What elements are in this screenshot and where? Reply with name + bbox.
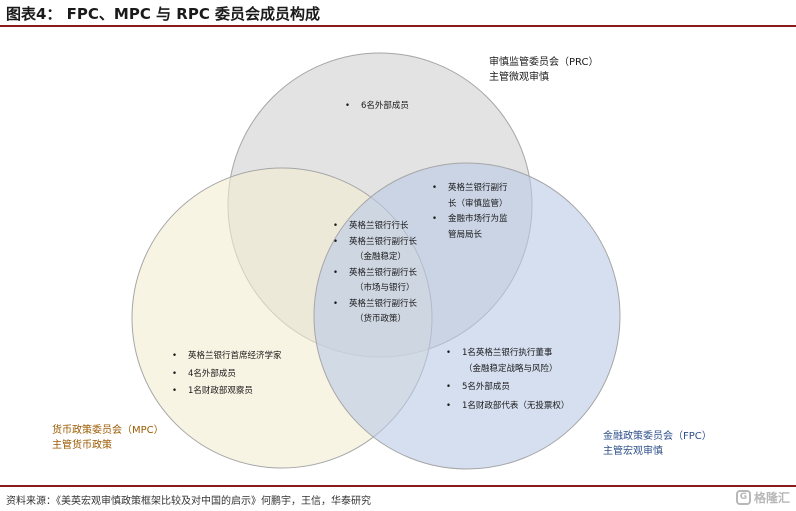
mpc-label-line: 主管货币政策 — [52, 440, 112, 451]
list-item: 长（审慎监管） — [448, 198, 508, 209]
rpc-label-line: 主管微观审慎 — [489, 72, 549, 83]
list-item: •英格兰银行副行长 — [333, 298, 418, 309]
list-item: （金融稳定） — [355, 252, 407, 262]
list-item: •英格兰银行行长 — [333, 221, 409, 231]
mpc-label: 货币政策委员会（MPC） 主管货币政策 — [52, 423, 164, 453]
fpc-label-line: 主管宏观审慎 — [603, 446, 663, 457]
gelonghui-logo-icon: G — [735, 490, 751, 505]
fpc-label-line: 金融政策委员会（FPC） — [603, 431, 712, 442]
all-three-members: •英格兰银行行长 •英格兰银行副行长 （金融稳定） •英格兰银行副行长 （市场与… — [333, 219, 417, 328]
watermark: G 格隆汇 — [735, 489, 790, 506]
rpc-fpc-members: •英格兰银行副行 长（审慎监管） •金融市场行为监 管局局长 — [432, 181, 508, 243]
list-item: （货币政策） — [355, 314, 407, 324]
source-note: 资料来源：《美英宏观审慎政策框架比较及对中国的启示》何鹏宇，王信，华泰研究 — [6, 496, 371, 507]
list-item: •6名外部成员 — [345, 101, 409, 111]
list-item: •1名财政部代表（无投票权） — [446, 400, 570, 411]
list-item: •英格兰银行首席经济学家 — [172, 351, 282, 361]
list-item: •1名财政部观察员 — [172, 386, 253, 396]
watermark-text: 格隆汇 — [753, 491, 790, 505]
bottom-rule — [0, 485, 796, 487]
figure-title: 图表4： FPC、MPC 与 RPC 委员会成员构成 — [6, 5, 321, 23]
fpc-label: 金融政策委员会（FPC） 主管宏观审慎 — [603, 429, 712, 459]
list-item: •英格兰银行副行长 — [333, 267, 418, 278]
mpc-only-members: •英格兰银行首席经济学家 •4名外部成员 •1名财政部观察员 — [172, 349, 282, 400]
fpc-circle — [313, 162, 621, 470]
list-item: （市场与银行） — [355, 283, 415, 293]
fpc-only-members: •1名英格兰银行执行董事 （金融稳定战略与风险） •5名外部成员 •1名财政部代… — [446, 346, 569, 414]
list-item: 管局局长 — [448, 229, 483, 240]
list-item: •4名外部成员 — [172, 368, 236, 379]
list-item: •1名英格兰银行执行董事 — [446, 348, 553, 358]
top-rule — [0, 25, 796, 27]
rpc-label-line: 审慎监管委员会（PRC） — [489, 57, 599, 68]
rpc-only-members: •6名外部成员 — [345, 99, 409, 115]
mpc-label-line: 货币政策委员会（MPC） — [52, 425, 164, 436]
list-item: •英格兰银行副行长 — [333, 236, 418, 247]
list-item: •5名外部成员 — [446, 382, 510, 392]
rpc-label: 审慎监管委员会（PRC） 主管微观审慎 — [489, 55, 598, 85]
list-item: •英格兰银行副行 — [432, 183, 508, 193]
list-item: •金融市场行为监 — [432, 214, 508, 224]
list-item: （金融稳定战略与风险） — [464, 363, 558, 374]
